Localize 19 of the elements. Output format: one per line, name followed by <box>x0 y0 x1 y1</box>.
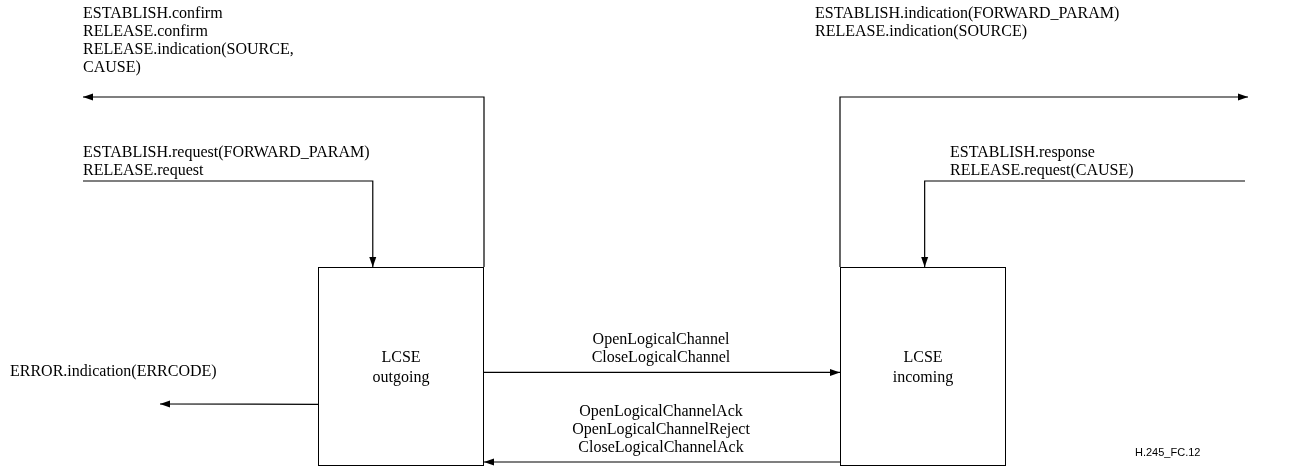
box-label: LCSE incoming <box>891 346 955 387</box>
edge-label: ESTABLISH.response RELEASE.request(CAUSE) <box>950 143 1135 179</box>
edge-label: ESTABLISH.confirm RELEASE.confirm RELEASE.indication(SOURCE, CAUSE) <box>83 4 295 76</box>
edge-label: ESTABLISH.indication(FORWARD_PARAM) RELEASE.indication(SOURCE) <box>815 4 1121 40</box>
edge-label: ERROR.indication(ERRCODE) <box>10 362 218 380</box>
edge-label: OpenLogicalChannelAck OpenLogicalChannelReject CloseLogicalChannelAck <box>571 402 751 456</box>
box-label: LCSE outgoing <box>371 346 431 387</box>
edge-label: ESTABLISH.request(FORWARD_PARAM) RELEASE.request <box>83 143 371 179</box>
arrow <box>159 400 319 408</box>
arrow <box>483 368 841 376</box>
arrow <box>82 180 377 268</box>
process-box <box>318 267 484 466</box>
arrow <box>921 180 1246 268</box>
arrow <box>839 93 1249 268</box>
process-box <box>840 267 1006 466</box>
edge-label: OpenLogicalChannel CloseLogicalChannel <box>590 330 732 366</box>
arrow <box>82 93 485 268</box>
arrow <box>483 458 841 466</box>
figure-id: H.245_FC.12 <box>1135 446 1201 458</box>
